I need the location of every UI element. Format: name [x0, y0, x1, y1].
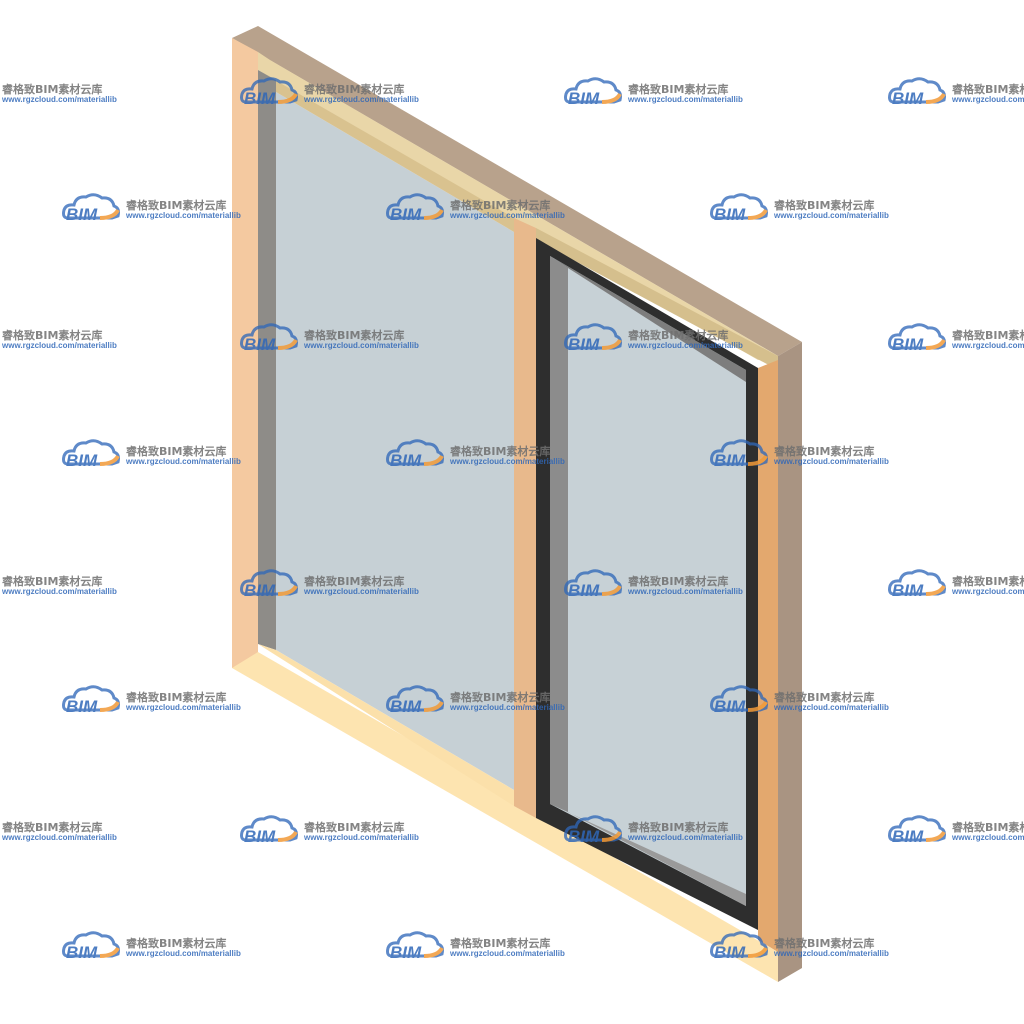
outer-frame-right-side	[778, 342, 802, 982]
outer-frame-top-rail	[258, 52, 778, 360]
sliding-sash-inner-left	[550, 256, 568, 812]
mullion	[514, 218, 536, 818]
sliding-sash-inner-top	[550, 256, 746, 382]
sash-side-strip	[758, 360, 778, 952]
sash-track-top	[536, 228, 778, 370]
fixed-pane-frame-top	[258, 70, 514, 232]
outer-frame-left-stile	[232, 38, 258, 668]
outer-frame-bottom-sill	[232, 652, 778, 982]
outer-frame-top-face	[232, 26, 802, 356]
sliding-sash-glass	[550, 256, 746, 906]
fixed-pane-frame-bottom	[258, 644, 514, 806]
fixed-pane-frame-left	[258, 70, 276, 650]
